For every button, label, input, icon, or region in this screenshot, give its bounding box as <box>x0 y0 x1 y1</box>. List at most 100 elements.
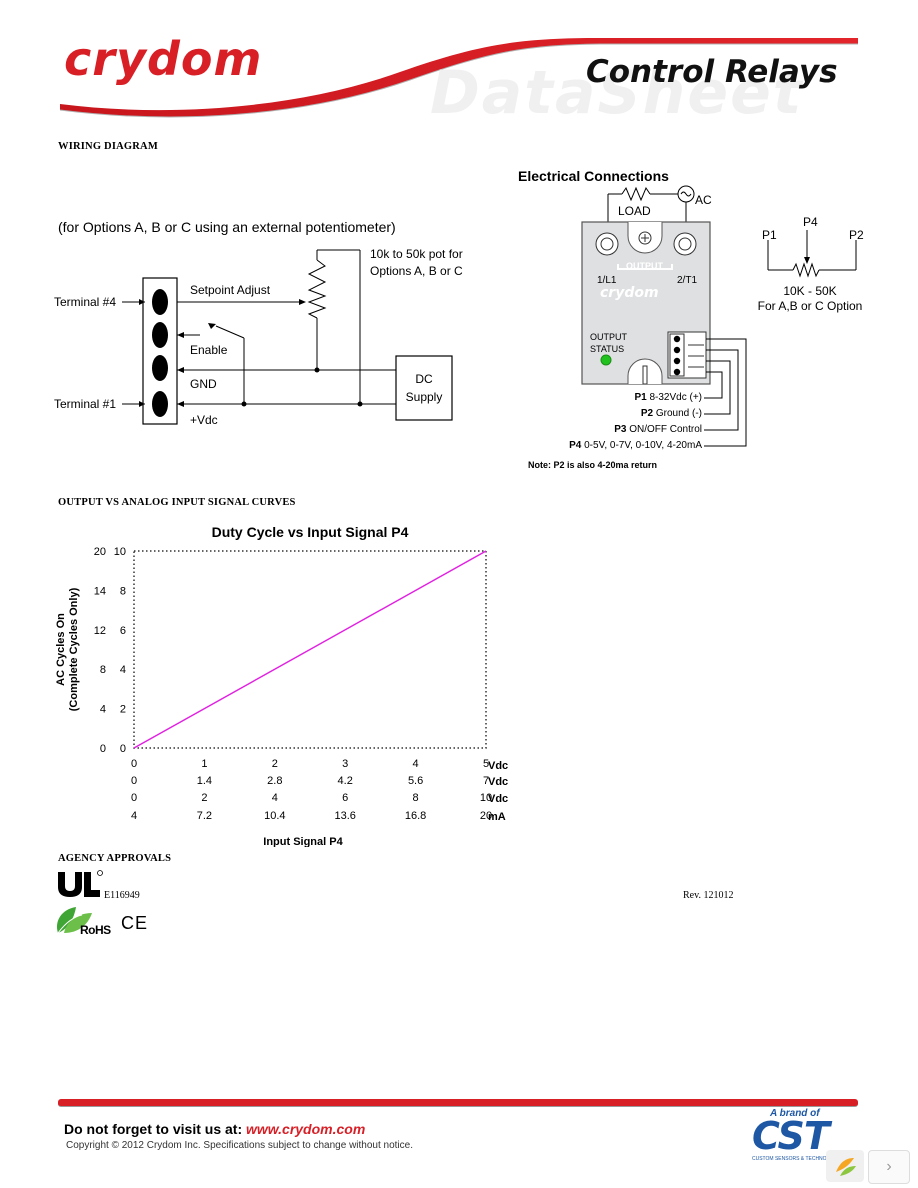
t1-label: 2/T1 <box>677 275 698 286</box>
x-unit-label: Vdc <box>488 793 508 805</box>
x-tick-label: 7.2 <box>197 810 212 822</box>
setpoint-label: Setpoint Adjust <box>190 283 271 297</box>
rohs-label: RoHS <box>80 923 111 937</box>
header-swoosh <box>59 38 858 118</box>
viewer-logo-icon <box>826 1150 864 1182</box>
cst-tagline: CUSTOM SENSORS & TECHNOLOGIES <box>752 1156 846 1162</box>
y-inner-tick-label: 8 <box>120 585 126 597</box>
x-tick-label: 5.6 <box>408 775 423 787</box>
terminal-4-label: Terminal #4 <box>54 295 117 309</box>
pot-p2-label: P2 <box>849 228 864 242</box>
series-line <box>133 550 487 749</box>
pot-note-2: Options A, B or C <box>370 264 463 278</box>
ac-label: AC <box>695 193 712 207</box>
x-tick-label: 3 <box>342 758 348 770</box>
ul-file-number: E116949 <box>104 890 140 901</box>
footer-visit: Do not forget to visit us at: www.crydom… <box>64 1121 365 1137</box>
next-page-button[interactable]: › <box>868 1150 910 1184</box>
device-brand-logo: crydom <box>600 285 659 301</box>
x-tick-label: 20 <box>480 810 492 822</box>
y-axis-label-2: (Complete Cycles Only) <box>68 587 80 711</box>
x-tick-label: 8 <box>413 792 419 804</box>
revision-label: Rev. 121012 <box>683 890 734 901</box>
pot-option-label: For A,B or C Option <box>757 299 863 313</box>
pin-p1: P1 8-32Vdc (+) <box>560 392 702 403</box>
y-outer-tick-label: 14 <box>94 585 106 597</box>
pin-p4-desc: 0-5V, 0-7V, 0-10V, 4-20mA <box>584 440 702 451</box>
curves-section-title: OUTPUT VS ANALOG INPUT SIGNAL CURVES <box>58 497 296 508</box>
chevron-right-icon: › <box>886 1158 892 1175</box>
y-inner-tick-label: 4 <box>120 664 126 676</box>
pin-p3-desc: ON/OFF Control <box>629 424 702 435</box>
x-tick-label: 2.8 <box>267 775 282 787</box>
pin-p1-desc: 8-32Vdc (+) <box>649 392 702 403</box>
dc-supply-label-1: DC <box>415 372 433 386</box>
page-header: crydom DataSheet Control Relays <box>0 0 918 130</box>
watermark: DataSheet <box>430 58 804 128</box>
x-tick-label: 4 <box>131 810 137 822</box>
pot-p1-label: P1 <box>762 228 777 242</box>
x-tick-label: 2 <box>201 792 207 804</box>
wiring-options-note: (for Options A, B or C using an external… <box>58 219 396 235</box>
x-tick-label: 1.4 <box>197 775 212 787</box>
pin-p4: P4 0-5V, 0-7V, 0-10V, 4-20mA <box>500 440 702 451</box>
output-label: OUTPUT <box>626 261 663 271</box>
dc-supply-label-2: Supply <box>405 390 443 404</box>
pot-p4-label: P4 <box>803 215 818 229</box>
y-inner-tick-label: 2 <box>120 704 126 716</box>
wiring-diagram <box>122 249 453 425</box>
x-tick-label: 4 <box>272 792 278 804</box>
l1-label: 1/L1 <box>597 275 617 286</box>
pin-p3-id: P3 <box>614 424 627 435</box>
y-outer-tick-label: 8 <box>100 664 106 676</box>
pot-range-label: 10K - 50K <box>783 284 837 298</box>
y-inner-tick-label: 6 <box>120 625 126 637</box>
x-tick-label: 13.6 <box>334 810 355 822</box>
x-tick-label: 0 <box>131 758 137 770</box>
y-inner-tick-label: 10 <box>114 546 126 558</box>
x-tick-label: 10 <box>480 792 492 804</box>
product-line-title: Control Relays <box>586 54 838 90</box>
x-tick-label: 2 <box>272 758 278 770</box>
wiring-section-title: WIRING DIAGRAM <box>58 141 158 152</box>
y-outer-tick-label: 20 <box>94 546 106 558</box>
electrical-diagram <box>581 185 747 447</box>
x-unit-label: mA <box>488 811 506 823</box>
x-tick-label: 5 <box>483 758 489 770</box>
y-axis-label: AC Cycles On <box>55 613 67 686</box>
terminal-1-label: Terminal #1 <box>54 397 117 411</box>
status-label-2: STATUS <box>590 344 625 354</box>
status-label-1: OUTPUT <box>590 332 627 342</box>
plot-frame <box>133 550 487 749</box>
cst-logo: CST <box>752 1114 830 1158</box>
x-tick-label: 7 <box>483 775 489 787</box>
x-tick-label: 0 <box>131 792 137 804</box>
footer-url-link[interactable]: www.crydom.com <box>246 1121 366 1137</box>
x-tick-label: 0 <box>131 775 137 787</box>
pin-p4-id: P4 <box>569 440 582 451</box>
x-tick-label: 10.4 <box>264 810 285 822</box>
pin-p2-id: P2 <box>640 408 654 419</box>
x-unit-label: Vdc <box>488 760 508 772</box>
pin-p3: P3 ON/OFF Control <box>560 424 702 435</box>
x-tick-label: 16.8 <box>405 810 426 822</box>
ul-mark-icon <box>58 870 103 897</box>
footer-visit-text: Do not forget to visit us at: <box>64 1121 246 1137</box>
brand-logo: crydom <box>64 32 263 86</box>
load-label: LOAD <box>618 204 651 218</box>
footer-copyright: Copyright © 2012 Crydom Inc. Specificati… <box>66 1140 413 1151</box>
y-outer-tick-label: 12 <box>94 625 106 637</box>
y-outer-tick-label: 0 <box>100 743 106 755</box>
footer-rule <box>58 1099 858 1107</box>
agency-section-title: AGENCY APPROVALS <box>58 853 172 864</box>
pot-symbol <box>767 230 857 278</box>
x-tick-label: 4.2 <box>338 775 353 787</box>
chart-title: Duty Cycle vs Input Signal P4 <box>212 524 409 540</box>
duty-cycle-chart: Duty Cycle vs Input Signal P410208146124… <box>55 524 508 847</box>
cst-brand-of: A brand of <box>770 1108 820 1119</box>
pin-p2-desc: Ground (-) <box>655 408 702 419</box>
vdc-label: +Vdc <box>190 413 218 427</box>
x-axis-label: Input Signal P4 <box>263 836 343 847</box>
pin-p1-id: P1 <box>634 392 647 403</box>
x-tick-label: 6 <box>342 792 348 804</box>
